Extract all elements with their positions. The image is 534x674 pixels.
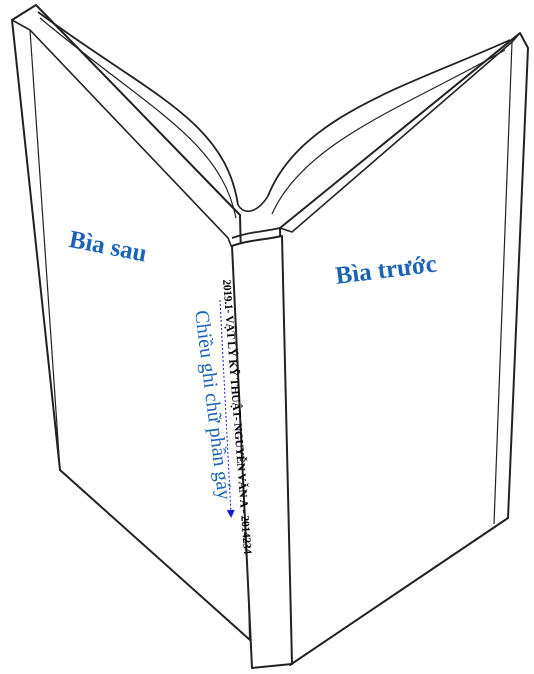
back-cover xyxy=(11,4,251,641)
pages-center-fold xyxy=(237,195,269,212)
back-cover-inner-edge xyxy=(29,29,61,471)
pages-right-curve-inner xyxy=(271,49,506,215)
back-cover-edge xyxy=(11,19,233,249)
spine xyxy=(231,235,293,669)
front-cover-inner-edge xyxy=(493,41,513,525)
pages-right-curve xyxy=(267,39,511,197)
pages-left-curve-inner xyxy=(39,17,237,219)
spine-top xyxy=(231,227,281,239)
pages-left-curve xyxy=(37,11,239,206)
front-cover xyxy=(279,32,529,666)
front-cover-edge xyxy=(279,32,521,233)
